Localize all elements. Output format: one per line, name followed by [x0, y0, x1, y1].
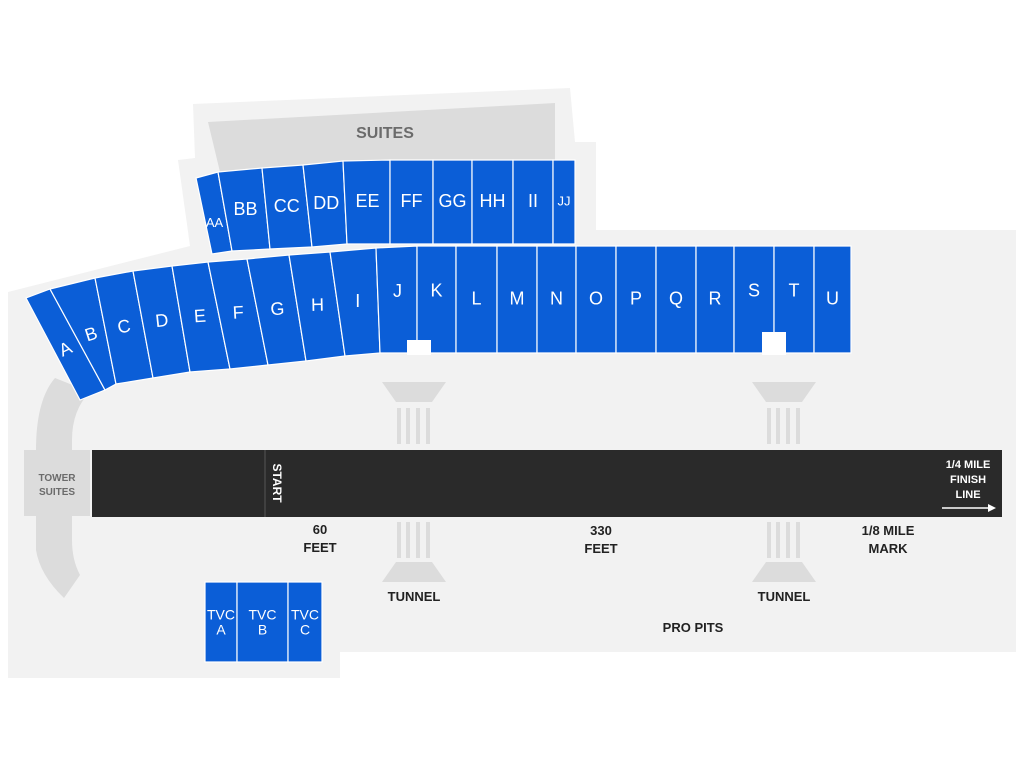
section-r[interactable]: R	[695, 245, 735, 354]
section-k[interactable]: K	[416, 245, 457, 354]
section-j-shape[interactable]	[375, 245, 418, 354]
section-n-shape[interactable]	[536, 245, 577, 354]
eighth-mile-label-line2: MARK	[869, 541, 909, 556]
three-thirty-feet-label-line2: FEET	[584, 541, 617, 556]
section-jj[interactable]: JJ	[552, 159, 576, 245]
three-thirty-feet-label-line1: 330	[590, 523, 612, 538]
section-tab-j	[407, 340, 431, 355]
section-l-shape[interactable]	[455, 245, 498, 354]
section-p[interactable]: P	[615, 245, 657, 354]
section-u[interactable]: U	[813, 245, 852, 354]
section-q[interactable]: Q	[655, 245, 697, 354]
section-hh[interactable]: HH	[471, 159, 514, 245]
section-k-shape[interactable]	[416, 245, 457, 354]
tunnel-2-label: TUNNEL	[758, 589, 811, 604]
pro-pits-label: PRO PITS	[663, 620, 724, 635]
section-tab-s	[762, 332, 786, 355]
tunnel-2-north	[752, 382, 816, 444]
tower-suites-label-line1: TOWER	[38, 473, 76, 484]
section-m[interactable]: M	[496, 245, 538, 354]
finish-label-line1: 1/4 MILE	[946, 459, 991, 471]
section-n[interactable]: N	[536, 245, 577, 354]
suites-building	[208, 103, 555, 172]
section-j[interactable]: J	[375, 245, 418, 354]
finish-arrow-icon	[942, 504, 996, 512]
tunnel-1-north	[382, 382, 446, 444]
section-gg[interactable]: GG	[432, 159, 473, 245]
start-label: START	[270, 463, 284, 503]
tunnel-1-south	[382, 522, 446, 582]
section-m-shape[interactable]	[496, 245, 538, 354]
section-p-shape[interactable]	[615, 245, 657, 354]
section-ii-shape[interactable]	[512, 159, 554, 245]
sixty-feet-label-line1: 60	[313, 522, 327, 537]
section-ee-shape[interactable]	[342, 159, 391, 245]
section-ee[interactable]: EE	[342, 159, 391, 245]
section-ff-shape[interactable]	[389, 159, 434, 245]
section-l[interactable]: L	[455, 245, 498, 354]
tower-suites-building	[24, 450, 90, 516]
tower-suites-label-line2: SUITES	[39, 487, 75, 498]
finish-label-line3: LINE	[955, 489, 980, 501]
drag-strip-track	[92, 450, 1002, 517]
section-tvc-c-shape[interactable]	[287, 581, 323, 663]
section-o[interactable]: O	[575, 245, 617, 354]
section-r-shape[interactable]	[695, 245, 735, 354]
section-ff[interactable]: FF	[389, 159, 434, 245]
finish-label-line2: FINISH	[950, 474, 986, 486]
section-jj-shape[interactable]	[552, 159, 576, 245]
suites-label: SUITES	[356, 125, 414, 142]
section-q-shape[interactable]	[655, 245, 697, 354]
section-o-shape[interactable]	[575, 245, 617, 354]
eighth-mile-label-line1: 1/8 MILE	[862, 523, 915, 538]
section-tvc-b-shape[interactable]	[236, 581, 289, 663]
tunnel-1-label: TUNNEL	[388, 589, 441, 604]
sixty-feet-label-line2: FEET	[303, 540, 336, 555]
section-tvc-a-shape[interactable]	[204, 581, 238, 663]
section-gg-shape[interactable]	[432, 159, 473, 245]
section-ii[interactable]: II	[512, 159, 554, 245]
tunnel-2-south	[752, 522, 816, 582]
section-u-shape[interactable]	[813, 245, 852, 354]
section-hh-shape[interactable]	[471, 159, 514, 245]
